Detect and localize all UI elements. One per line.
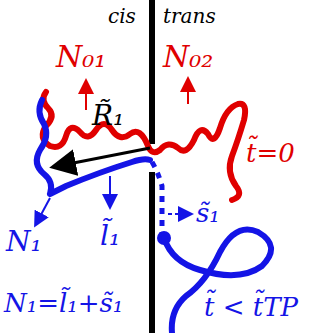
time-label: t̃=0 [246,140,295,166]
arrow [168,213,190,215]
arrow [85,82,87,110]
length-label: N₁ [6,228,42,256]
membrane [149,0,155,144]
chain-length-label: N₀₁ [56,42,106,72]
polymer-chain [37,100,150,194]
arrow [187,80,189,104]
chain-length-label: N₀₂ [163,42,213,72]
arrow [109,176,111,206]
length-label: l̃₁ [100,222,120,250]
polymer-chain [152,162,162,236]
side-label: trans [163,6,216,26]
arrow [36,198,50,224]
side-label: cis [108,6,136,26]
time-label: t̃ < t̃TP [204,294,298,320]
membrane [149,172,155,333]
vector-label: R̃₁ [92,102,124,130]
length-label: s̃₁ [196,200,220,226]
equation: N₁=l̃₁+s̃₁ [4,290,123,316]
end-to-end-vector [58,148,150,166]
